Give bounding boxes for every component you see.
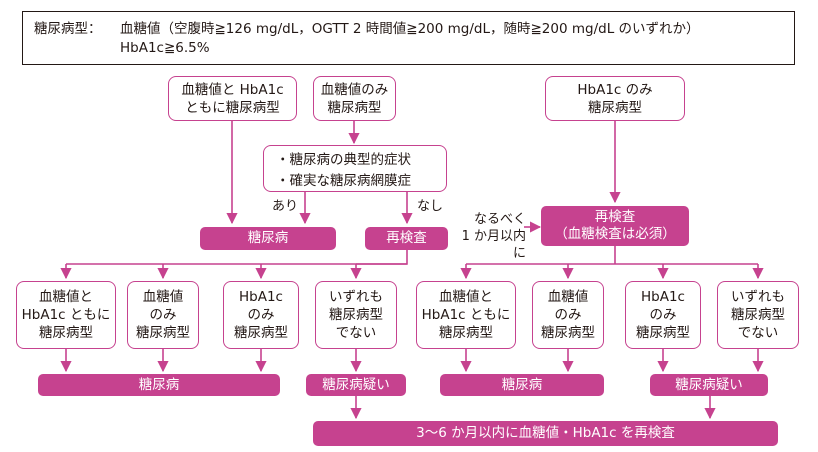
definition-glucose: 血糖値（空腹時≧126 mg/dL，OGTT 2 時間値≧200 mg/dL，随…	[120, 21, 700, 37]
box-both-diabetic-type: 血糖値と HbA1c ともに糖尿病型	[168, 76, 297, 121]
left-result-neither: いずれも 糖尿病型 でない	[315, 281, 397, 349]
definition-box: 糖尿病型： 血糖値（空腹時≧126 mg/dL，OGTT 2 時間値≧200 m…	[22, 11, 795, 65]
left-outcome-suspected: 糖尿病疑い	[306, 374, 406, 396]
box-hba1c-only: HbA1c のみ 糖尿病型	[545, 76, 685, 121]
left-result-glucose-only: 血糖値 のみ 糖尿病型	[127, 281, 199, 349]
criteria-symptoms: ・糖尿病の典型的症状	[276, 152, 411, 168]
right-outcome-suspected: 糖尿病疑い	[650, 374, 768, 396]
branch-no-label: なし	[417, 199, 444, 214]
final-retest-box: 3〜6 か月以内に血糖値・HbA1c を再検査	[313, 421, 778, 446]
definition-label: 糖尿病型：	[34, 21, 102, 37]
retest-box: 再検査	[365, 227, 448, 250]
within-one-month-note: なるべく 1 か月以内に	[461, 212, 526, 261]
right-result-hba1c-only: HbA1c のみ 糖尿病型	[625, 281, 701, 349]
right-result-neither: いずれも 糖尿病型 でない	[717, 281, 799, 349]
definition-hba1c: HbA1c≧6.5%	[120, 40, 210, 56]
right-outcome-diabetes: 糖尿病	[440, 374, 604, 396]
right-result-glucose-only: 血糖値 のみ 糖尿病型	[532, 281, 604, 349]
box-glucose-only: 血糖値のみ 糖尿病型	[313, 76, 396, 121]
left-result-hba1c-only: HbA1c のみ 糖尿病型	[223, 281, 299, 349]
left-outcome-diabetes: 糖尿病	[38, 374, 280, 396]
left-distribution-line	[66, 250, 408, 265]
result-diabetes-top: 糖尿病	[200, 227, 336, 250]
criteria-box: ・糖尿病の典型的症状 ・確実な糖尿病網膜症	[263, 145, 447, 192]
branch-yes-label: あり	[272, 199, 299, 214]
right-result-both: 血糖値と HbA1c ともに 糖尿病型	[416, 281, 516, 349]
retest-glucose-required-box: 再検査 （血糖検査は必須）	[541, 206, 689, 246]
criteria-retinopathy: ・確実な糖尿病網膜症	[276, 173, 411, 189]
left-result-both: 血糖値と HbA1c ともに 糖尿病型	[16, 281, 116, 349]
right-distribution-line	[466, 246, 758, 265]
